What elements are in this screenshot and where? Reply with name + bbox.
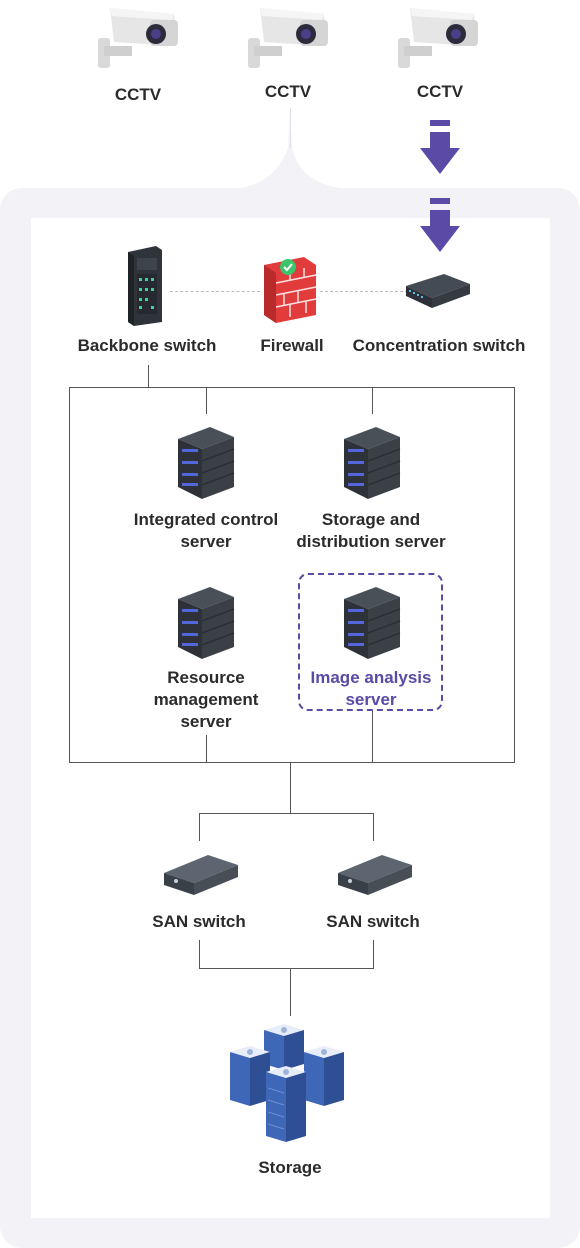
cctv-camera-3 <box>392 0 484 75</box>
arrow-down-1 <box>418 118 462 180</box>
backbone-switch-label: Backbone switch <box>77 336 217 355</box>
network-switch-icon <box>164 855 238 895</box>
link-from-image-analysis <box>372 711 373 763</box>
cctv-camera-2 <box>242 0 334 75</box>
link-san-storage <box>290 968 291 1016</box>
san-switch-2-label: SAN switch <box>326 912 420 931</box>
server-icon <box>178 587 235 659</box>
cctv-label-1: CCTV <box>114 85 162 104</box>
backbone-switch-node <box>122 244 168 326</box>
resource-management-server-label: Resource management server <box>153 668 259 731</box>
link-to-integrated <box>206 388 207 414</box>
server-icon <box>344 427 401 499</box>
link-servers-san <box>290 763 291 813</box>
storage-icon <box>230 1024 344 1142</box>
san-switch-2-node <box>336 851 414 899</box>
firewall-node <box>260 255 320 323</box>
link-backbone-firewall <box>170 291 260 292</box>
san-switch-1-label: SAN switch <box>152 912 246 931</box>
storage-distribution-server-label: Storage and distribution server <box>296 510 446 551</box>
link-backbone-servers <box>148 365 149 388</box>
cctv-label-3: CCTV <box>416 82 464 101</box>
san-top-bus <box>199 813 374 814</box>
integrated-control-server-node <box>176 425 236 501</box>
server-icon <box>178 427 235 499</box>
server-group <box>69 387 515 763</box>
link-firewall-concentration <box>320 291 408 292</box>
cctv-label-2: CCTV <box>264 82 312 101</box>
link-to-san-1 <box>199 813 200 841</box>
cctv-camera-icon <box>98 8 178 68</box>
link-to-san-2 <box>373 813 374 841</box>
storage-label: Storage <box>258 1158 322 1177</box>
firewall-icon <box>264 257 317 323</box>
panel-callout <box>240 108 340 188</box>
storage-distribution-server-node <box>342 425 402 501</box>
resource-management-server-node <box>176 585 236 661</box>
link-from-resource <box>206 735 207 763</box>
cctv-camera-1 <box>92 0 184 75</box>
server-rack-icon <box>128 246 162 326</box>
concentration-switch-node <box>404 268 472 314</box>
cctv-camera-icon <box>248 8 328 68</box>
network-switch-icon <box>406 274 470 308</box>
storage-node <box>226 1022 354 1146</box>
link-from-san-2 <box>373 940 374 968</box>
cctv-camera-icon <box>398 8 478 68</box>
link-from-san-1 <box>199 940 200 968</box>
concentration-switch-label: Concentration switch <box>352 336 526 355</box>
arrow-down-icon <box>420 120 460 174</box>
integrated-control-server-label: Integrated control server <box>133 510 279 551</box>
callout-line <box>290 108 291 148</box>
network-switch-icon <box>338 855 412 895</box>
san-bottom-bus <box>199 968 374 969</box>
arrow-down-2 <box>418 196 462 258</box>
san-switch-1-node <box>162 851 240 899</box>
firewall-label: Firewall <box>260 336 324 355</box>
image-analysis-server-label: Image analysis server <box>310 668 432 709</box>
link-to-storage-dist <box>372 388 373 414</box>
arrow-down-icon <box>420 198 460 252</box>
image-analysis-highlight <box>298 573 443 711</box>
server-icon <box>344 587 401 659</box>
image-analysis-server-node <box>342 585 402 661</box>
